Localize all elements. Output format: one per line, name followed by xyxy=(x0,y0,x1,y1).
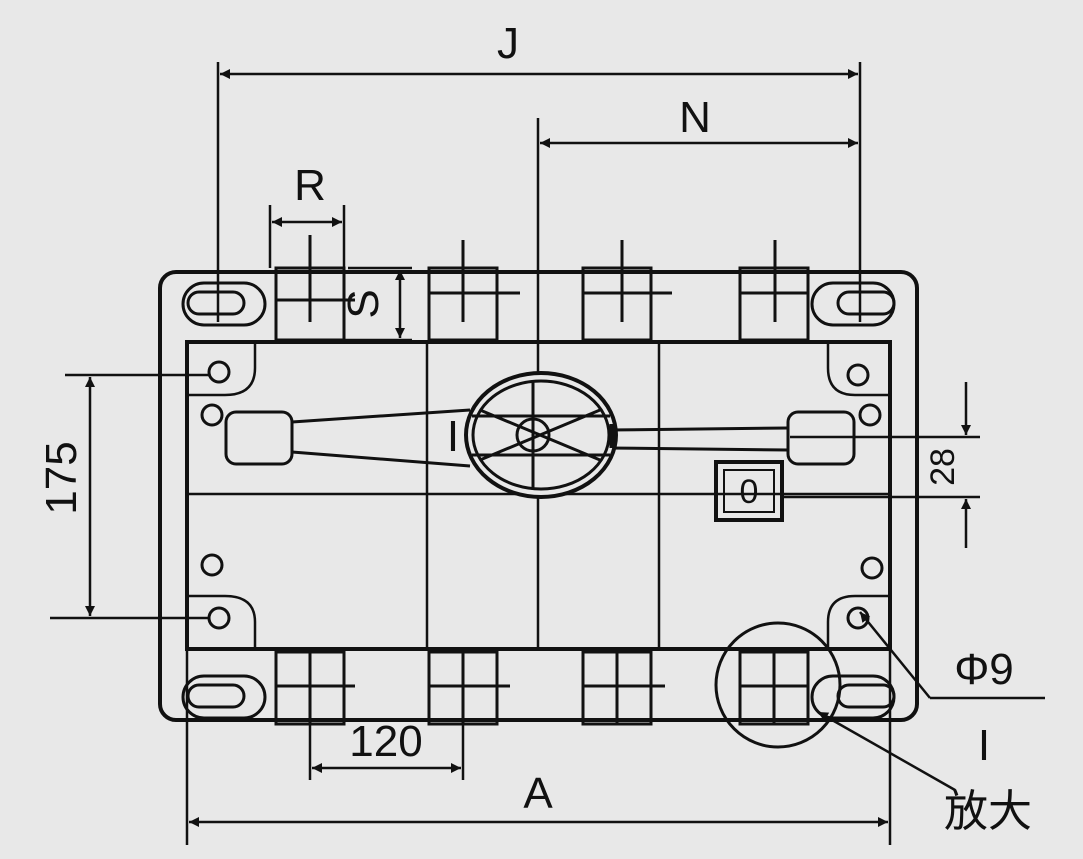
operating-handle xyxy=(224,371,856,499)
dimension-J xyxy=(216,62,862,322)
label-off-position: 0 xyxy=(740,473,759,511)
dimension-S xyxy=(344,266,412,342)
dimension-A xyxy=(185,649,892,845)
dimension-28 xyxy=(782,382,980,548)
label-R: R xyxy=(294,161,326,210)
handle-grip-left xyxy=(224,410,294,466)
terminal-top xyxy=(581,266,653,342)
detail-circle xyxy=(714,621,842,749)
fixing-hole xyxy=(200,553,224,577)
label-S: S xyxy=(339,289,388,318)
label-magnify: 放大 xyxy=(944,787,1032,836)
label-175: 175 xyxy=(37,441,86,514)
off-indicator-box xyxy=(714,460,784,522)
fixing-holes xyxy=(200,360,884,630)
dimension-175 xyxy=(50,373,210,620)
label-N: N xyxy=(679,93,711,142)
label-detail-I: I xyxy=(978,721,990,770)
magnify-leader xyxy=(817,710,956,792)
corner-ears xyxy=(187,342,890,649)
dimension-120 xyxy=(308,690,465,780)
label-on-position: I xyxy=(447,412,459,461)
fixing-hole xyxy=(860,556,884,580)
top-terminals xyxy=(274,235,810,342)
label-28: 28 xyxy=(924,448,962,486)
dimension-R xyxy=(268,205,346,268)
label-A: A xyxy=(523,769,553,818)
bottom-terminals xyxy=(274,650,810,726)
label-J: J xyxy=(497,19,519,68)
fixing-hole xyxy=(200,403,224,427)
fixing-hole xyxy=(858,403,882,427)
label-phi9: Φ9 xyxy=(954,645,1014,694)
fixing-hole xyxy=(846,363,870,387)
mounting-slots xyxy=(181,281,896,720)
fixing-hole xyxy=(207,360,231,384)
label-120: 120 xyxy=(349,717,422,766)
